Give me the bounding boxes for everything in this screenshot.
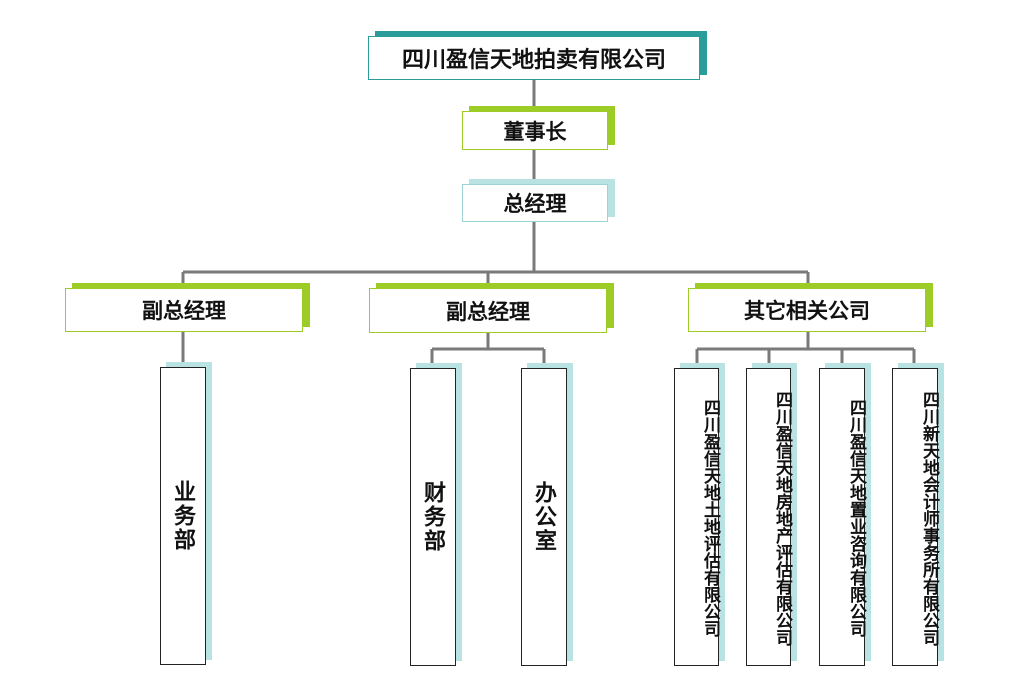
deputy-manager-label-1: 副总经理 xyxy=(142,298,226,323)
office-dept-node: 办公室 xyxy=(521,368,567,666)
deputy-manager-node-2: 副总经理 xyxy=(369,288,607,333)
subsidiary-label-4: 四川新天地会计师事务所有限公司 xyxy=(919,390,939,646)
related-companies-label: 其它相关公司 xyxy=(744,298,870,323)
subsidiary-label-3: 四川盈信天地置业咨询有限公司 xyxy=(846,399,866,637)
subsidiary-node-2: 四川盈信天地房地产评估有限公司 xyxy=(746,368,792,666)
office-dept-label: 办公室 xyxy=(531,481,557,553)
company-node: 四川盈信天地拍卖有限公司 xyxy=(368,36,700,80)
subsidiary-label-1: 四川盈信天地土地评估有限公司 xyxy=(700,399,720,637)
subsidiary-node-4: 四川新天地会计师事务所有限公司 xyxy=(892,368,939,666)
business-dept-label: 业务部 xyxy=(170,480,196,552)
subsidiary-node-3: 四川盈信天地置业咨询有限公司 xyxy=(819,368,866,666)
chairman-node: 董事长 xyxy=(462,111,608,150)
deputy-manager-label-2: 副总经理 xyxy=(446,298,530,324)
deputy-manager-node-1: 副总经理 xyxy=(65,288,303,332)
finance-dept-label: 财务部 xyxy=(420,481,446,553)
business-dept-node: 业务部 xyxy=(160,367,206,665)
company-label: 四川盈信天地拍卖有限公司 xyxy=(401,47,666,73)
subsidiary-node-1: 四川盈信天地土地评估有限公司 xyxy=(674,368,720,666)
chairman-label: 董事长 xyxy=(503,118,567,144)
general-manager-label: 总经理 xyxy=(503,191,567,216)
related-companies-node: 其它相关公司 xyxy=(688,288,926,332)
subsidiary-label-2: 四川盈信天地房地产评估有限公司 xyxy=(772,390,792,646)
general-manager-node: 总经理 xyxy=(462,184,608,222)
finance-dept-node: 财务部 xyxy=(410,368,456,666)
